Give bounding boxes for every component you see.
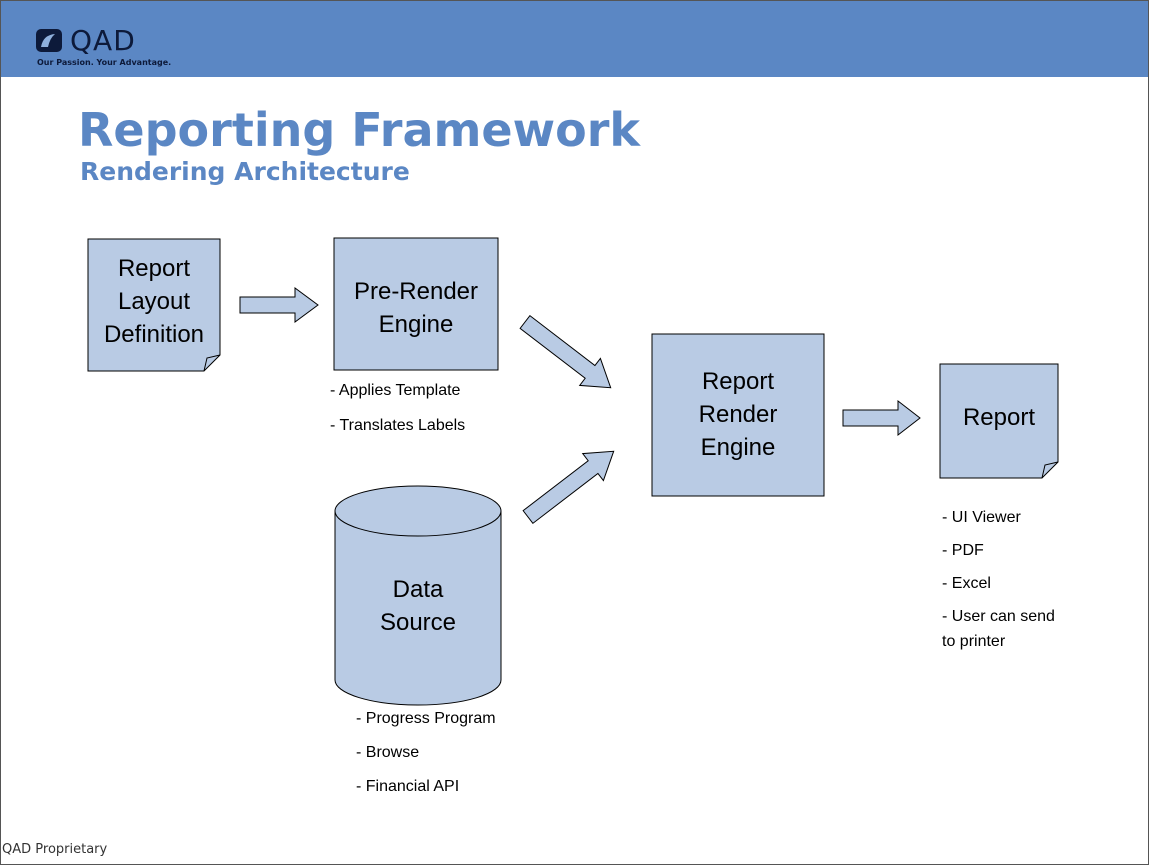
logo-tagline: Our Passion. Your Advantage. xyxy=(37,58,172,67)
prerender-note-2: - Translates Labels xyxy=(330,417,466,434)
report-output-node: Report xyxy=(939,363,1059,479)
report-label: Report xyxy=(963,404,1035,431)
page-subtitle: Rendering Architecture xyxy=(80,157,410,186)
report-note-3: - Excel xyxy=(942,575,991,592)
prerender-label-2: Engine xyxy=(379,311,454,338)
layout-label-2: Layout xyxy=(118,288,190,315)
datasource-label-2: Source xyxy=(380,609,456,636)
prerender-note-1: - Applies Template xyxy=(330,382,461,399)
datasource-label-1: Data xyxy=(393,576,444,603)
report-note-2: - PDF xyxy=(942,542,984,559)
render-label-1: Report xyxy=(702,368,774,395)
logo-text: QAD xyxy=(70,24,136,57)
render-label-3: Engine xyxy=(701,434,776,461)
report-note-4: - User can send xyxy=(942,608,1055,625)
arrow-prerender-to-render xyxy=(519,314,612,389)
report-render-engine-node: Report Render Engine xyxy=(651,333,825,497)
header-bar xyxy=(0,0,1149,77)
arrow-datasource-to-render xyxy=(522,450,615,525)
footer-text: QAD Proprietary xyxy=(2,842,108,857)
arrow-render-to-report xyxy=(842,399,921,437)
data-source-node: Data Source xyxy=(334,485,502,706)
render-label-2: Render xyxy=(699,401,778,428)
arrow-layout-to-prerender xyxy=(239,287,319,323)
datasource-note-3: - Financial API xyxy=(356,778,460,795)
pre-render-engine-node: Pre-Render Engine xyxy=(333,237,499,371)
layout-definition-node: Report Layout Definition xyxy=(87,238,221,372)
prerender-label-1: Pre-Render xyxy=(354,278,478,305)
datasource-note-1: - Progress Program xyxy=(356,710,496,727)
report-note-5: to printer xyxy=(942,633,1006,650)
report-note-1: - UI Viewer xyxy=(942,509,1021,526)
page-title: Reporting Framework xyxy=(78,103,640,157)
layout-label-3: Definition xyxy=(104,321,204,348)
layout-label-1: Report xyxy=(118,255,190,282)
qad-logo-icon xyxy=(36,29,62,52)
datasource-note-2: - Browse xyxy=(356,744,420,761)
